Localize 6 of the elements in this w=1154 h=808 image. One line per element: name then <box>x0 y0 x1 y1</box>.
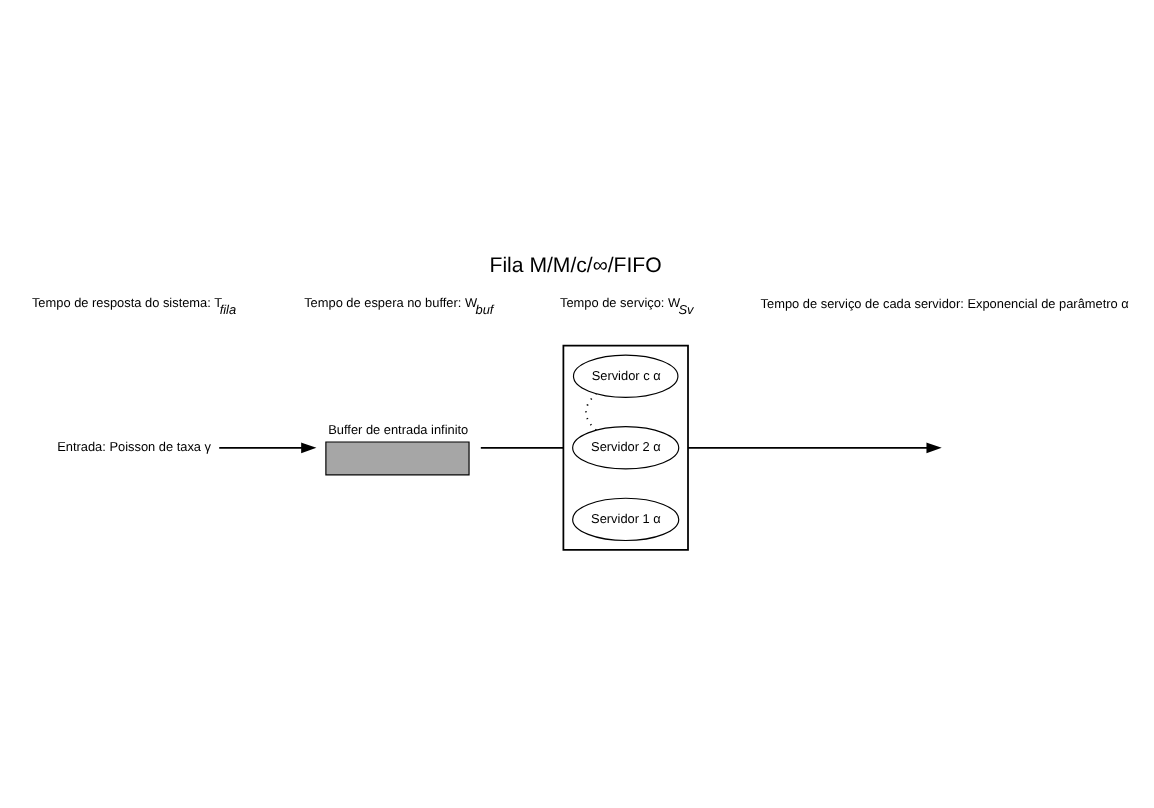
connector <box>479 445 565 448</box>
arrow <box>687 441 942 453</box>
connector <box>585 392 598 431</box>
diagram-title: Fila M/M/c/∞/FIFO <box>489 253 662 278</box>
cluster <box>562 343 689 550</box>
arrow <box>218 441 317 453</box>
